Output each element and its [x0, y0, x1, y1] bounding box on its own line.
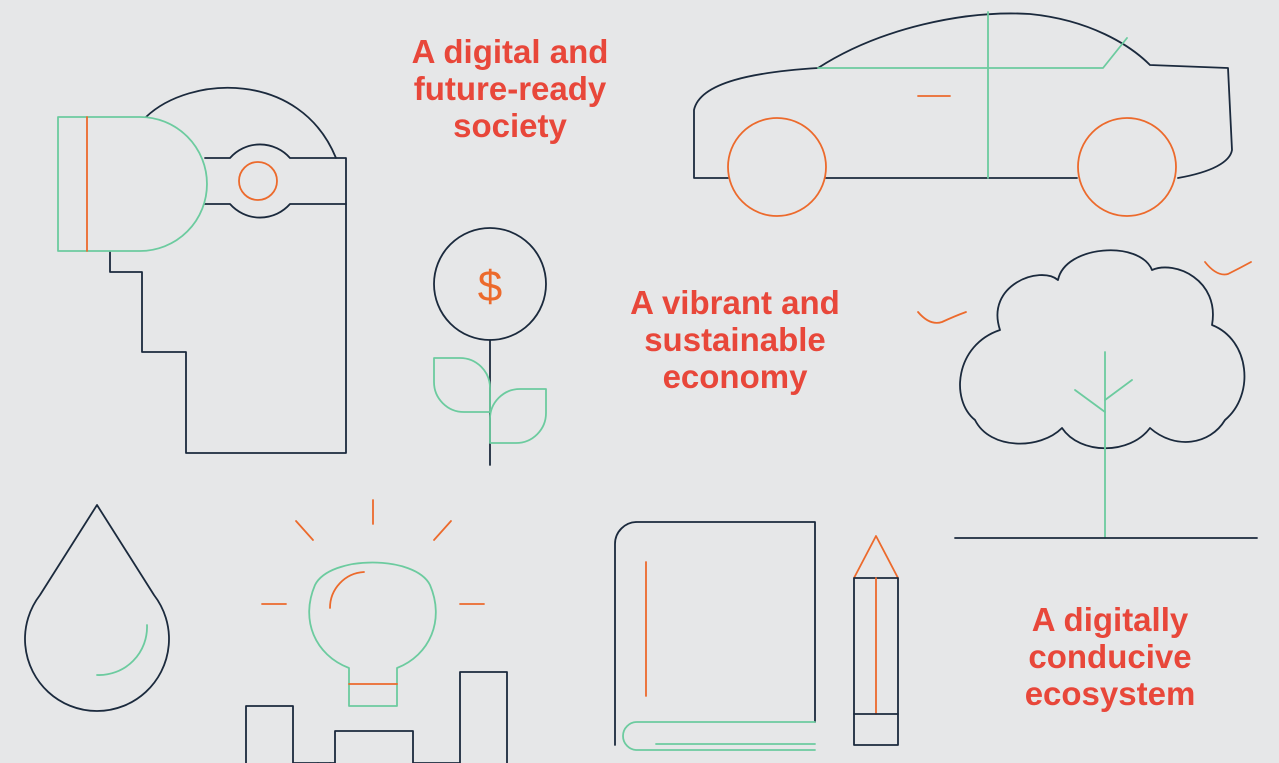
headline-digital-society: A digital and future-ready society — [365, 33, 655, 144]
light-bulb-icon — [261, 499, 485, 707]
vr-headset-head-icon — [57, 86, 347, 454]
tree-icon — [954, 249, 1258, 539]
headline-line: sustainable — [644, 321, 826, 358]
book-icon — [614, 521, 816, 751]
water-drop-icon — [24, 504, 170, 712]
headline-line: conducive — [1028, 638, 1192, 675]
headline-line: A digital and — [411, 33, 609, 70]
city-skyline-icon — [245, 671, 508, 763]
dollar-sign: $ — [478, 262, 502, 311]
headline-digital-ecosystem: A digitally conducive ecosystem — [975, 601, 1245, 712]
headline-line: economy — [662, 358, 808, 395]
headline-line: future-ready — [413, 70, 607, 107]
money-plant-icon: $ — [433, 227, 547, 466]
headline-line: A digitally — [1031, 601, 1189, 638]
bird-icon — [917, 261, 1252, 324]
headline-line: society — [453, 107, 567, 144]
headline-line: A vibrant and — [630, 284, 840, 321]
car-icon — [693, 11, 1233, 217]
pencil-icon — [853, 535, 899, 746]
headline-vibrant-economy: A vibrant and sustainable economy — [590, 284, 880, 395]
headline-line: ecosystem — [1024, 675, 1196, 712]
